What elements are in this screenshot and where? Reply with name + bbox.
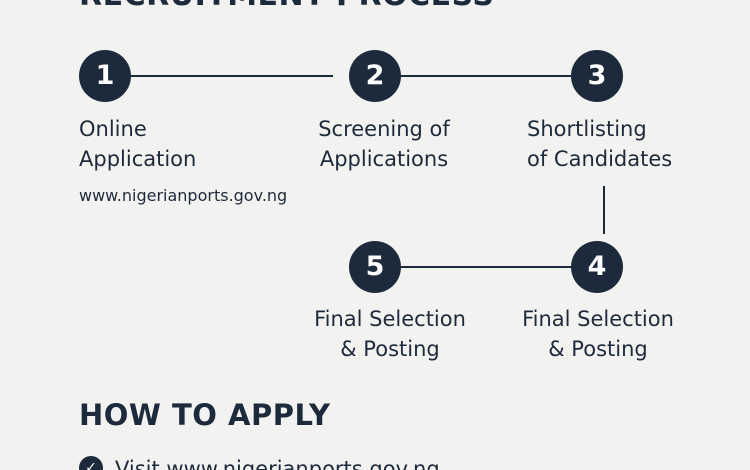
step-3-label-line-1: Shortlisting: [527, 117, 647, 141]
step-1-circle: 1: [79, 50, 131, 102]
step-4-circle: 4: [571, 241, 623, 293]
step-2-circle: 2: [349, 50, 401, 102]
connector-5-4: [401, 266, 571, 268]
connector-2-3: [401, 75, 571, 77]
step-5-circle: 5: [349, 241, 401, 293]
step-2-label-line-2: Applications: [319, 147, 449, 171]
step-3-label-line-2: of Candidates: [527, 147, 673, 171]
step-1-label-line-1: Online: [79, 117, 147, 141]
apply-item: ✓ Visit www.nigerianports.gov.ng: [79, 456, 440, 470]
step-1-url: www.nigerianports.gov.ng: [79, 186, 288, 205]
step-1-label: Online Application: [79, 114, 196, 174]
apply-item-text: Visit www.nigerianports.gov.ng: [115, 457, 440, 470]
step-5-label-line-2: & Posting: [340, 337, 440, 361]
page-title: RECRUITMENT PROCESS: [79, 0, 495, 13]
check-circle-icon: ✓: [79, 456, 103, 470]
connector-1-2: [131, 75, 333, 77]
connector-3-4: [603, 186, 605, 234]
step-5-label-line-1: Final Selection: [314, 307, 466, 331]
step-2-label: Screening of Applications: [318, 114, 450, 174]
step-1-label-line-2: Application: [79, 147, 197, 171]
step-3-label: Shortlisting of Candidates: [527, 114, 672, 174]
step-3-circle: 3: [571, 50, 623, 102]
step-4-label: Final Selection & Posting: [522, 304, 674, 364]
step-4-label-line-1: Final Selection: [522, 307, 674, 331]
step-5-label: Final Selection & Posting: [314, 304, 466, 364]
step-4-label-line-2: & Posting: [548, 337, 648, 361]
step-2-label-line-1: Screening of: [318, 117, 450, 141]
how-to-apply-heading: HOW TO APPLY: [79, 398, 331, 432]
